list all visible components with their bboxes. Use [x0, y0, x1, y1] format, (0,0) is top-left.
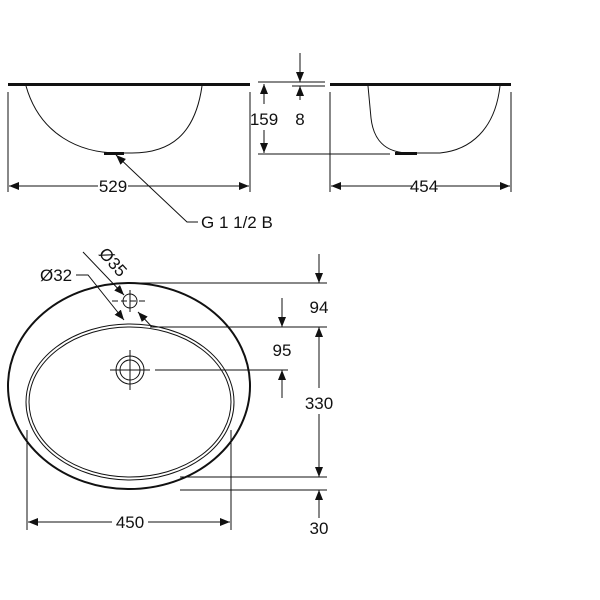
front-view: 529 G 1 1/2 B	[7, 83, 273, 232]
length-330-label: 330	[305, 394, 333, 413]
width-450-label: 450	[116, 513, 144, 532]
outer-rim	[7, 282, 251, 490]
side-view: 8 159 454	[250, 53, 512, 196]
drain-hole	[110, 350, 150, 390]
tap-hole	[112, 290, 148, 312]
side-rim	[330, 83, 511, 86]
tap-offset-94-label: 94	[310, 298, 329, 317]
d32-leader	[76, 274, 125, 321]
width-529-label: 529	[99, 177, 127, 196]
height-159-label: 159	[250, 110, 278, 129]
side-bowl	[367, 85, 501, 154]
d35-leader	[82, 251, 125, 296]
front-drain	[104, 152, 124, 155]
tap-hole-32-label: Ø32	[40, 266, 72, 285]
depth-454-label: 454	[410, 177, 438, 196]
front-bowl	[25, 85, 203, 154]
drain-leader	[115, 154, 198, 223]
bowl-outline	[25, 323, 235, 481]
rim-8-label: 8	[295, 110, 304, 129]
rim-30-label: 30	[310, 519, 329, 538]
plan-view: 94 95 330 30 450 Ø35 Ø32	[7, 244, 333, 538]
tap-hole-35-label: Ø35	[95, 244, 131, 281]
drain-offset-95-label: 95	[273, 341, 292, 360]
drain-thread-label: G 1 1/2 B	[201, 213, 273, 232]
front-rim	[8, 83, 250, 86]
